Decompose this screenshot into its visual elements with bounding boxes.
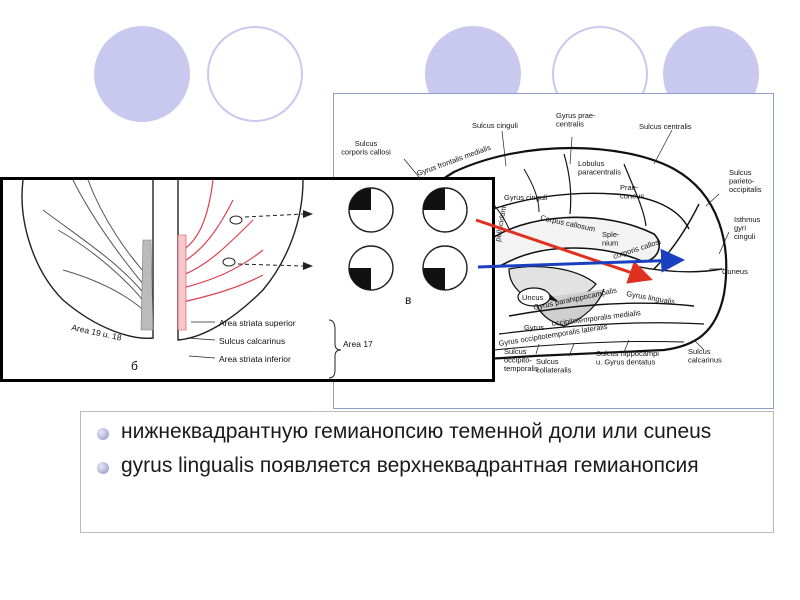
- decorative-circle-1: [94, 26, 190, 122]
- label-letter-b: б: [131, 359, 138, 373]
- label-sulcus-cinguli: Sulcus cinguli: [472, 121, 518, 130]
- bullet-text-2: gyrus lingualis появляется верхнеквадран…: [121, 454, 699, 477]
- label-sulcus-centralis: Sulcus centralis: [639, 122, 692, 131]
- label-letter-v: в: [405, 293, 411, 307]
- label-sulcus-calcarinus: Sulcus calcarinus: [219, 336, 285, 346]
- label-splenium: Sple-nium: [602, 230, 620, 248]
- visual-field-circles: [348, 187, 468, 291]
- label-area-striata-superior: Area striata superior: [219, 318, 296, 328]
- label-gyrus-praecentralis: Gyrus prae-centralis: [556, 111, 596, 129]
- label-gyrus: Gyrus: [524, 323, 544, 332]
- optic-radiation-fibers: [182, 180, 264, 303]
- bullet-item-1: нижнеквадрантную гемианопсию теменной до…: [91, 420, 763, 444]
- label-praecuneus: Prae-cuneus: [620, 183, 644, 201]
- bullet-dot-icon: [97, 462, 109, 474]
- bullet-list: нижнеквадрантную гемианопсию теменной до…: [80, 411, 774, 533]
- visual-radiation-diagram: Area 19 u. 18 Area striata superior Sulc…: [21, 180, 468, 379]
- bullet-dot-icon: [97, 428, 109, 440]
- label-uncus: Uncus: [522, 293, 544, 302]
- label-area-striata-inferior: Area striata inferior: [219, 354, 291, 364]
- label-cuneus: Cuneus: [722, 267, 748, 276]
- decorative-circle-2: [207, 26, 303, 122]
- label-gyrus-cinguli: Gyrus cinguli: [504, 193, 548, 202]
- label-area-17: Area 17: [343, 339, 373, 349]
- label-area-19-18: Area 19 u. 18: [71, 322, 123, 342]
- label-gyrus-lingualis: Gyrus lingualis: [626, 289, 676, 306]
- visual-radiation-figure: Area 19 u. 18 Area striata superior Sulc…: [0, 177, 495, 382]
- bullet-text-1: нижнеквадрантную гемианопсию теменной до…: [121, 420, 712, 443]
- bullet-item-2: gyrus lingualis появляется верхнеквадран…: [91, 454, 763, 478]
